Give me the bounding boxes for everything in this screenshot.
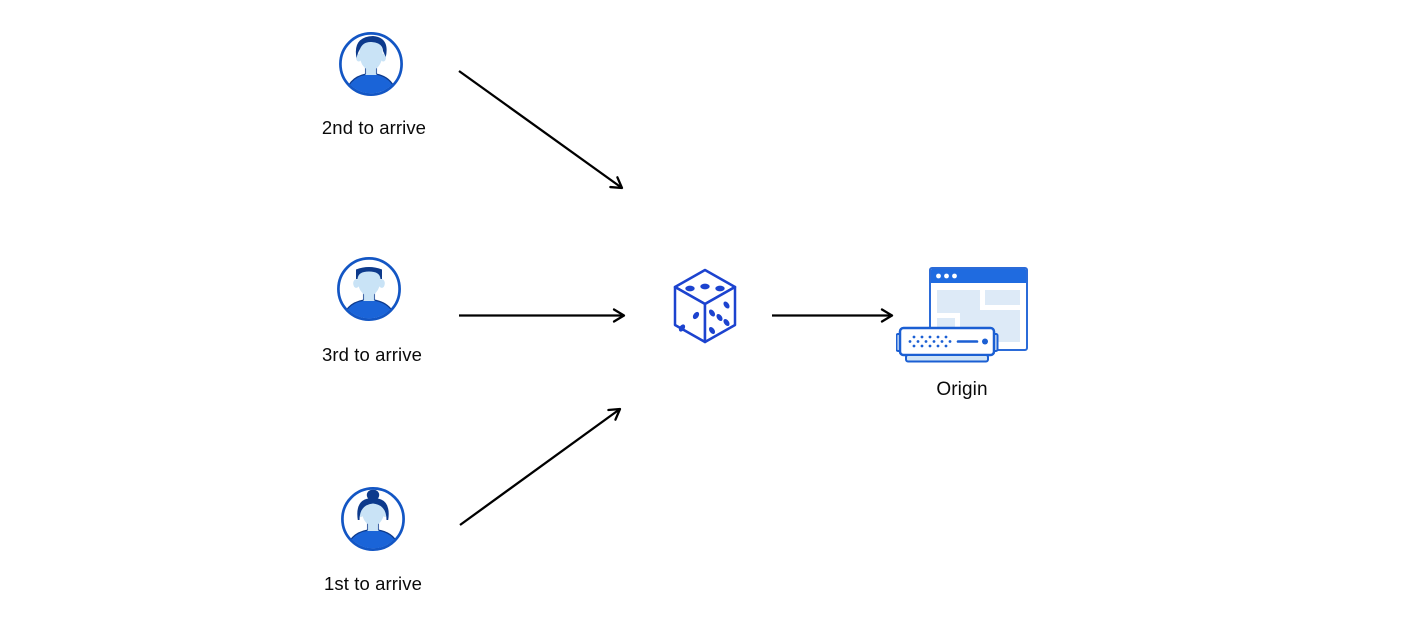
person-flat-top-avatar-icon	[337, 257, 401, 321]
origin-label: Origin	[936, 379, 988, 400]
client-3rd-label: 3rd to arrive	[321, 344, 422, 365]
server-vent-pattern	[908, 335, 952, 348]
client-1st-label: 1st to arrive	[324, 573, 422, 594]
client-3rd-to-arrive	[336, 256, 402, 327]
person-bun-avatar-icon	[341, 487, 405, 551]
person-quiff-avatar-icon	[339, 32, 403, 96]
dice-icon	[673, 268, 737, 344]
arrow-client1-to-dice	[459, 407, 622, 526]
randomizer-node	[670, 267, 740, 350]
client-2nd-label: 2nd to arrive	[321, 117, 427, 138]
origin-node	[895, 264, 1028, 371]
client-1st-to-arrive	[340, 486, 406, 557]
client-2nd-to-arrive	[338, 31, 404, 102]
arrow-client2-to-dice	[458, 70, 624, 190]
origin-server-icon	[895, 267, 1028, 363]
